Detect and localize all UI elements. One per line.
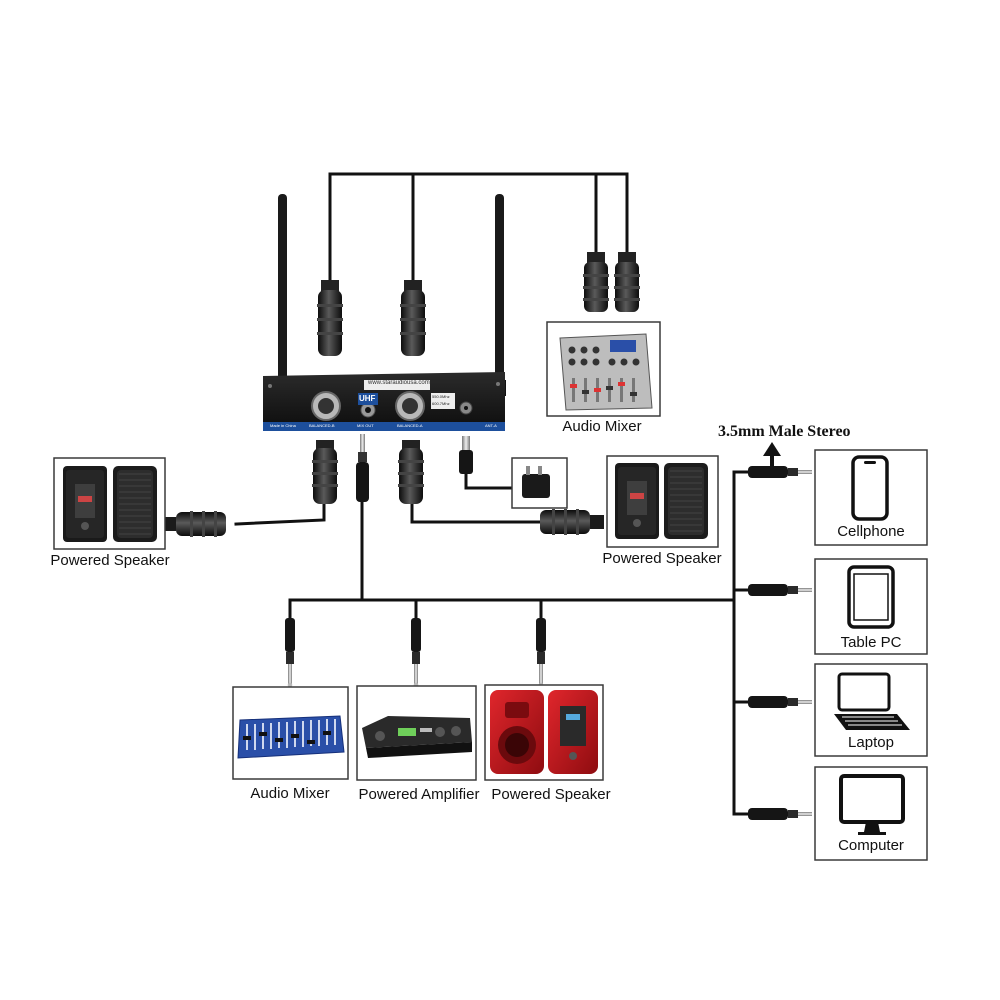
xlr-plug-left-speaker [162, 511, 226, 537]
cellphone-icon [851, 455, 889, 521]
made-in-label: Made in China [270, 423, 296, 428]
arrow-up-icon [763, 442, 781, 470]
monitor-icon [839, 774, 905, 835]
mini-jack-cellphone [748, 466, 812, 478]
audio-mixer-top-image [546, 321, 661, 417]
port-balanced-b: BALANCED-B [309, 423, 335, 428]
power-adapter [511, 457, 568, 509]
tablet-box [814, 558, 928, 655]
powered-speaker-right-label: Powered Speaker [602, 550, 722, 567]
laptop-label: Laptop [848, 734, 894, 751]
uhf-badge: UHF [359, 394, 376, 403]
audio-mixer-bottom-label: Audio Mixer [250, 785, 330, 802]
powered-speaker-left-image [53, 457, 166, 550]
jack-to-amplifier [411, 618, 421, 688]
cellphone-label: Cellphone [837, 523, 905, 540]
receiver-url: www.staraudiousa.com [368, 380, 430, 386]
xlr-plug-to-mixer-1 [583, 252, 609, 312]
freq-a: 550.0Mhz [432, 394, 450, 399]
freq-b: 600.7Mhz [432, 401, 450, 406]
port-balanced-a: BALANCED-A [397, 423, 423, 428]
quarter-inch-jack-mix-out [356, 434, 369, 502]
mini-jack-laptop [748, 696, 812, 708]
port-ant-a: ANT-A [485, 423, 497, 428]
cellphone-box [814, 449, 928, 546]
powered-speaker-red-label: Powered Speaker [491, 786, 611, 803]
xlr-female-bottom-a [398, 440, 424, 504]
audio-mixer-bottom-image [232, 686, 349, 780]
xlr-female-top-b [317, 280, 343, 356]
wireless-receiver [263, 194, 506, 431]
laptop-box [814, 663, 928, 757]
mini-jack-tablet [748, 584, 812, 596]
audio-mixer-top-label: Audio Mixer [562, 418, 642, 435]
powered-amplifier-image [356, 685, 477, 781]
amplifier-label: Powered Amplifier [358, 786, 480, 803]
xlr-plug-to-mixer-2 [614, 252, 640, 312]
tablet-icon [847, 565, 895, 629]
xlr-female-bottom-b [312, 440, 338, 504]
xlr-plug-right-speaker [540, 509, 604, 535]
powered-speaker-right-image [606, 455, 719, 548]
mini-jack-computer [748, 808, 812, 820]
powered-speaker-red-image [484, 684, 604, 781]
jack-to-audio-mixer [285, 618, 295, 688]
port-mix-out: MIX OUT [357, 423, 374, 428]
jack-to-red-speaker [536, 618, 546, 688]
tablet-label: Table PC [840, 634, 902, 651]
powered-speaker-left-label: Powered Speaker [50, 552, 170, 569]
cables [234, 172, 750, 816]
computer-box [814, 766, 928, 861]
xlr-female-top-a [400, 280, 426, 356]
stereo-label: 3.5mm Male Stereo [718, 423, 851, 440]
laptop-icon [834, 672, 910, 730]
dc-plug [459, 436, 473, 474]
computer-label: Computer [838, 837, 904, 854]
